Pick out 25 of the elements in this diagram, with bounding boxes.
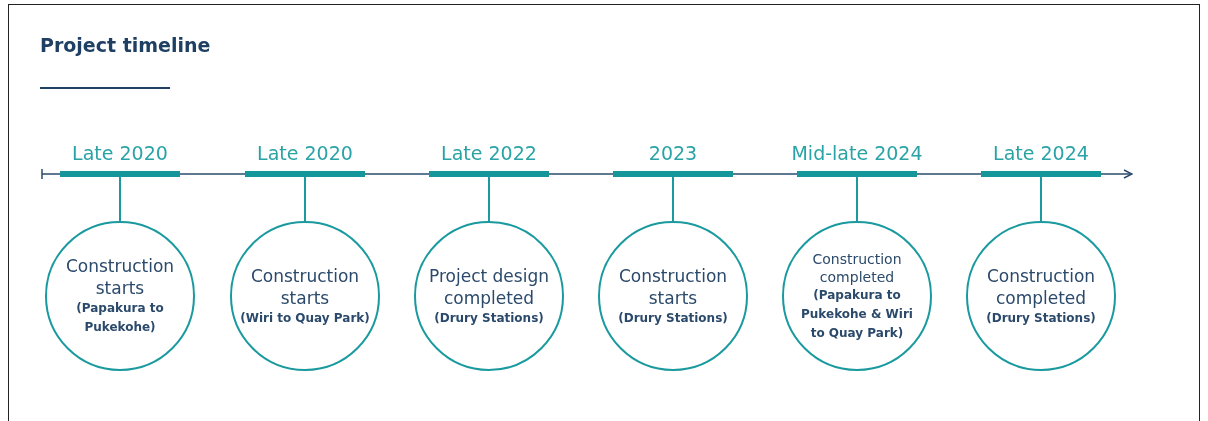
connector-line xyxy=(672,176,674,222)
date-label: Late 2024 xyxy=(992,141,1090,165)
milestone-text: Construction starts xyxy=(617,264,729,309)
milestone-detail: (Drury Stations) xyxy=(618,309,728,327)
milestone-text: Construction completed xyxy=(985,264,1097,309)
milestone-detail: (Drury Stations) xyxy=(434,309,544,327)
date-label: Mid-late 2024 xyxy=(790,141,924,165)
connector-line xyxy=(304,176,306,222)
date-label: 2023 xyxy=(647,141,699,165)
milestone-detail: (Papakura to Pukekohe) xyxy=(75,300,165,336)
milestone-detail: (Papakura to Pukekohe & Wiri to Quay Park) xyxy=(800,286,914,342)
milestone-text: Project design completed xyxy=(428,264,550,309)
date-label: Late 2022 xyxy=(440,141,538,165)
milestone-text: Construction completed xyxy=(811,249,903,286)
connector-line xyxy=(119,176,121,222)
connector-line xyxy=(1040,176,1042,222)
milestone-text: Construction starts xyxy=(64,255,176,299)
milestone-text: Construction starts xyxy=(249,264,361,309)
milestone-detail: (Drury Stations) xyxy=(986,309,1096,327)
connector-line xyxy=(856,176,858,222)
date-label: Late 2020 xyxy=(71,141,169,165)
date-label: Late 2020 xyxy=(256,141,354,165)
milestone-detail: (Wiri to Quay Park) xyxy=(240,309,370,327)
connector-line xyxy=(488,176,490,222)
title: Project timeline xyxy=(40,34,211,56)
